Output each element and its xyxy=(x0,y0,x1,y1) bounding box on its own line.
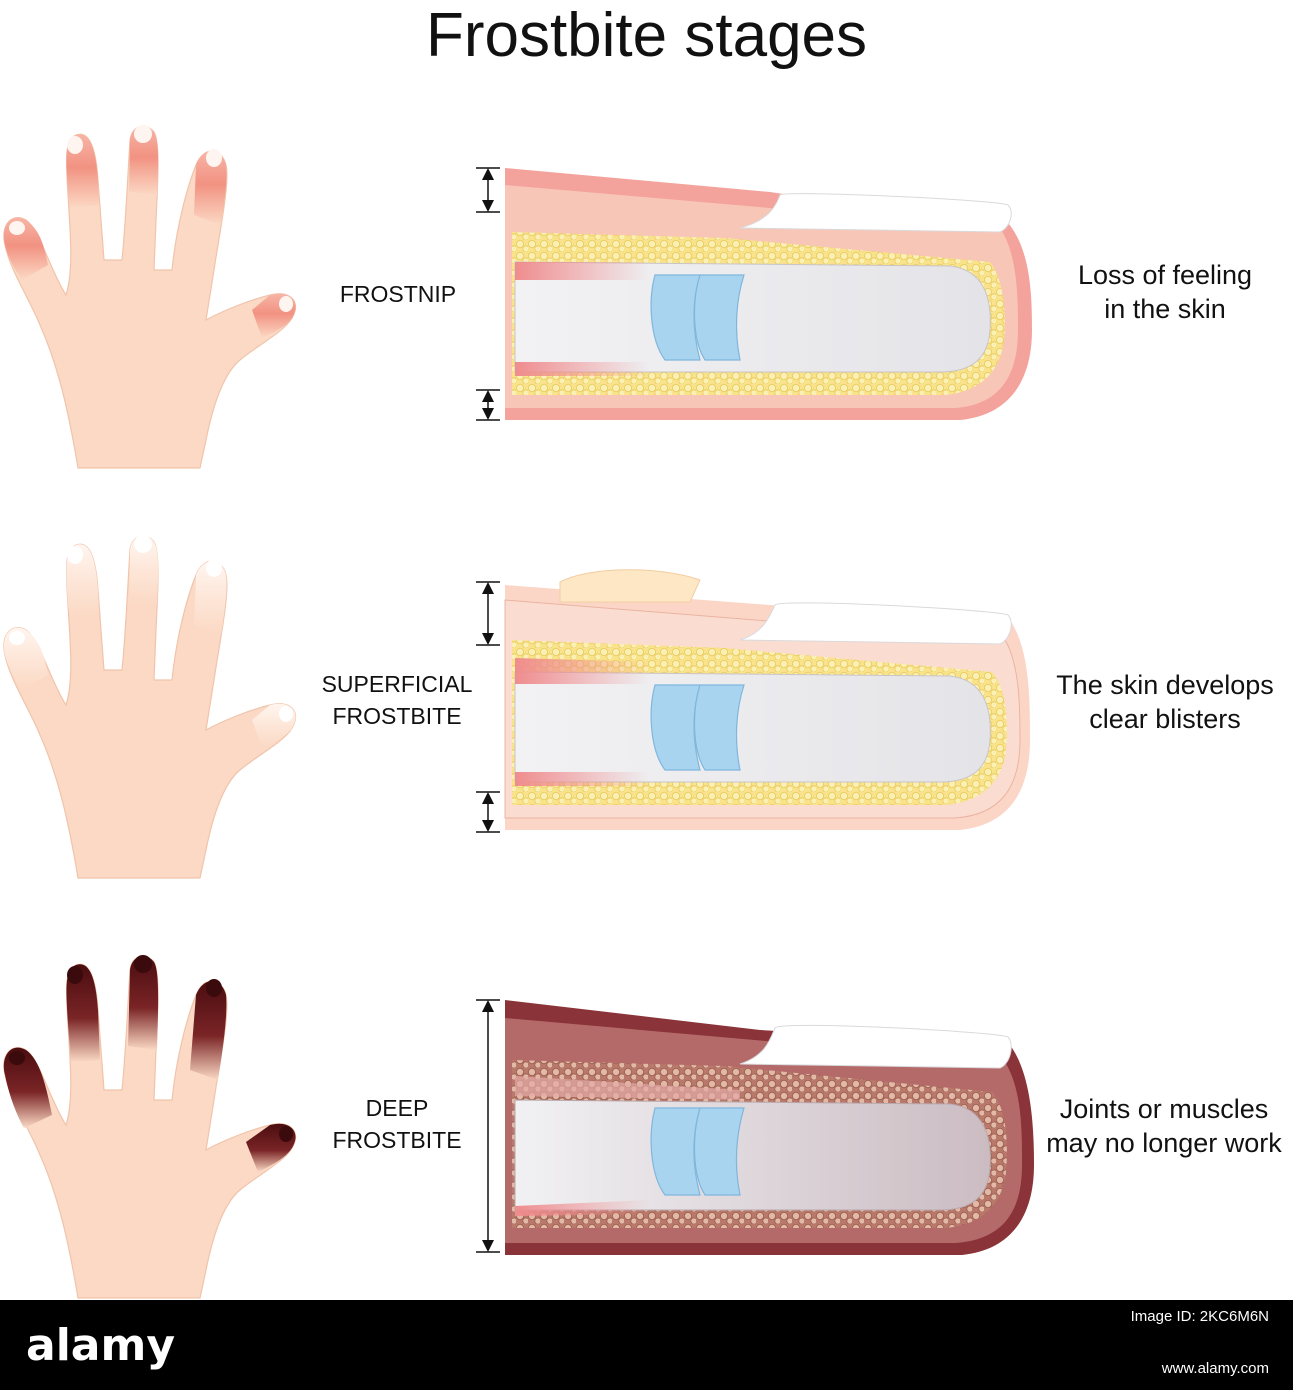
image-id: Image ID: 2KC6M6N xyxy=(1130,1308,1269,1325)
stage-description-superficial: The skin develops clear blisters xyxy=(1056,670,1274,734)
hand-frostnip xyxy=(3,125,297,469)
stage-label-deep: DEEP FROSTBITE xyxy=(332,1095,462,1153)
cross-section-frostnip xyxy=(505,168,1032,420)
stage-label-frostnip: FROSTNIP xyxy=(339,281,457,307)
stage-description-deep: Joints or muscles may no longer work xyxy=(1046,1094,1282,1158)
page-title: Frostbite stages xyxy=(425,1,868,70)
depth-arrows xyxy=(476,167,500,1253)
diagram-artwork xyxy=(3,125,1034,1299)
brand-logo: alamy xyxy=(26,1320,175,1371)
stage-description-frostnip: Loss of feeling in the skin xyxy=(1077,260,1253,324)
cross-section-superficial xyxy=(504,569,1030,830)
site-url: www.alamy.com xyxy=(1161,1360,1269,1377)
hand-deep xyxy=(3,955,297,1299)
hand-superficial xyxy=(3,535,297,879)
stage-label-superficial: SUPERFICIAL FROSTBITE xyxy=(321,671,473,729)
cross-section-deep xyxy=(505,1000,1034,1255)
stock-footer-bar: alamy Image ID: 2KC6M6N www.alamy.com xyxy=(0,1300,1293,1390)
